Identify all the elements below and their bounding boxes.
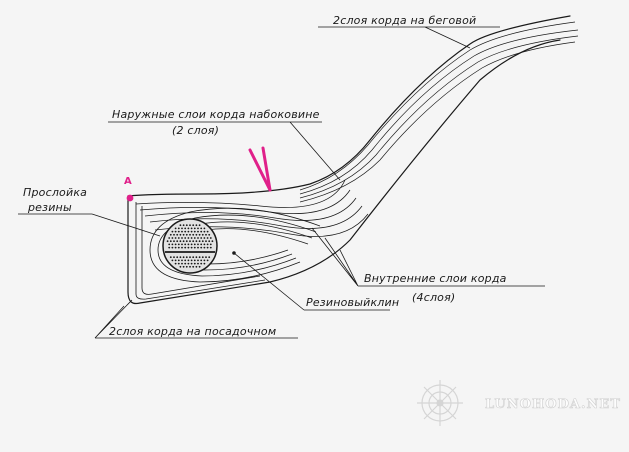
label-rubber-layer-line1: Прослойка — [23, 186, 87, 199]
point-a-marker — [126, 194, 134, 202]
tread-cord-lines — [299, 21, 579, 203]
label-inner-cord-line1: Внутренние слои корда — [364, 272, 507, 285]
label-sidewall-outer-line2: (2 слоя) — [172, 124, 219, 137]
label-point-a: A — [124, 176, 132, 187]
label-rubber-wedge: Резиновыйклин — [306, 296, 399, 309]
label-inner-cord-line2: (4слоя) — [412, 291, 455, 304]
label-sidewall-outer-line1: Наружные слои корда набоковине — [112, 108, 320, 121]
inner-cord-loops — [135, 202, 321, 300]
ship-wheel-logo-icon — [417, 380, 463, 426]
watermark: LUNOHODA.NET — [417, 380, 621, 426]
label-rubber-layer-line2: резины — [27, 201, 72, 214]
tire-profile-outline — [127, 15, 571, 305]
pink-v-marker — [248, 146, 272, 192]
leader-lines — [18, 26, 545, 339]
bead-core — [162, 218, 218, 274]
watermark-text: LUNOHODA.NET — [485, 397, 621, 412]
label-tread-cord: 2слоя корда на беговой — [333, 14, 476, 27]
label-bead-cord: 2слоя корда на посадочном — [109, 325, 276, 338]
